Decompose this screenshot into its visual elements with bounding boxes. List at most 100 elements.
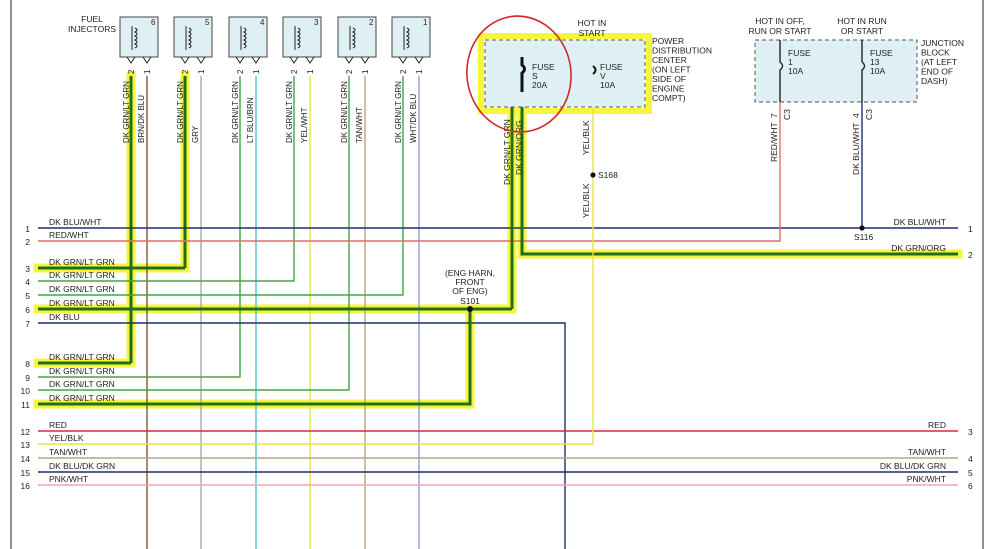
injector-number: 2 bbox=[369, 18, 374, 27]
left-pin-wire: DK GRN/LT GRN bbox=[49, 270, 115, 280]
left-pin-wire: RED/WHT bbox=[49, 230, 89, 240]
splice-s116-label: S116 bbox=[854, 232, 873, 242]
jb-pin-a: 7 bbox=[769, 113, 779, 118]
injector-wire-b: LT BLU/BRN bbox=[246, 97, 255, 143]
injector-box bbox=[282, 16, 322, 58]
injectors-title-2: INJECTORS bbox=[68, 24, 116, 34]
injector-number: 5 bbox=[205, 18, 210, 27]
jb-box bbox=[754, 39, 918, 103]
fuse-s: FUSE S 20A bbox=[520, 57, 555, 92]
injector-box bbox=[391, 16, 431, 58]
jb-hot2-line1: HOT IN RUN bbox=[837, 16, 886, 26]
left-pin-wire: DK GRN/LT GRN bbox=[49, 379, 115, 389]
splice-s168-label: S168 bbox=[598, 170, 618, 180]
injectors-title-1: FUEL bbox=[81, 14, 103, 24]
fuse-v-line1: FUSE bbox=[600, 62, 623, 72]
right-pin-wire: TAN/WHT bbox=[908, 447, 946, 457]
splice-s168-dot bbox=[590, 172, 596, 178]
left-pin-3: 3DK GRN/LT GRN bbox=[25, 257, 115, 274]
fuse-13-symbol-icon bbox=[861, 40, 866, 102]
injector-pin2: 2 bbox=[181, 69, 190, 74]
injector-pin2: 2 bbox=[345, 69, 354, 74]
injector-pin1: 1 bbox=[306, 69, 315, 74]
pdc-wire-s1: DK GRN/LT GRN bbox=[502, 119, 512, 185]
left-pin-number: 13 bbox=[21, 440, 31, 450]
injector-box bbox=[337, 16, 377, 58]
fuse-1-line1: FUSE bbox=[788, 48, 811, 58]
injector-wire-b: TAN/WHT bbox=[355, 107, 364, 143]
coil-icon bbox=[294, 26, 301, 50]
injector-wire-b: YEL/WHT bbox=[300, 107, 309, 143]
fuse-13-line1: FUSE bbox=[870, 48, 893, 58]
jb-label-line: END OF bbox=[921, 67, 953, 77]
wire-dk-grn-org bbox=[520, 92, 958, 256]
left-pin-1: 1DK BLU/WHT bbox=[25, 217, 101, 234]
jb-label-line: BLOCK bbox=[921, 48, 950, 58]
right-pin-2: 2 DK GRN/ORG bbox=[891, 243, 973, 260]
red-annotation-circle bbox=[466, 15, 572, 133]
pdc-label-line: CENTER bbox=[652, 55, 687, 65]
pdc-wire-s2: DK GRN/ORG bbox=[514, 120, 524, 175]
left-pin-wire: DK GRN/LT GRN bbox=[49, 257, 115, 267]
injector-number: 6 bbox=[151, 18, 156, 27]
connector-pin-icon bbox=[344, 56, 370, 64]
fuse-s-line3: 20A bbox=[532, 80, 547, 90]
jb-label-line: (AT LEFT bbox=[921, 57, 957, 67]
left-pin-wire: PNK/WHT bbox=[49, 474, 88, 484]
wire-pin7-dk-blu bbox=[38, 322, 566, 549]
s101-line1: (ENG HARN, bbox=[445, 268, 495, 278]
left-pin-number: 16 bbox=[21, 481, 31, 491]
pdc-wire-v: YEL/BLK bbox=[581, 120, 591, 155]
injector-pin1: 1 bbox=[361, 69, 370, 74]
right-pin-wire: DK GRN/ORG bbox=[891, 243, 946, 253]
right-pin-number: 5 bbox=[968, 468, 973, 478]
connector-pin-icon bbox=[126, 56, 152, 64]
injector-pin1: 1 bbox=[415, 69, 424, 74]
left-pin-14: 14 TAN/WHT bbox=[21, 447, 88, 464]
injector-box bbox=[228, 16, 268, 58]
jb-conn-b: C3 bbox=[864, 109, 874, 120]
right-pin-number: 4 bbox=[968, 454, 973, 464]
left-pin-wire: DK GRN/LT GRN bbox=[49, 284, 115, 294]
connector-pin-icon bbox=[180, 56, 206, 64]
jb-hot1-line1: HOT IN OFF, bbox=[755, 16, 804, 26]
jb-hot2-line2: OR START bbox=[841, 26, 883, 36]
left-pin-number: 1 bbox=[25, 224, 30, 234]
right-pin-number: 2 bbox=[968, 250, 973, 260]
injector-pin2: 2 bbox=[290, 69, 299, 74]
left-pin-4: 4DK GRN/LT GRN bbox=[25, 270, 115, 287]
left-pin-number: 8 bbox=[25, 359, 30, 369]
fuse-13-line3: 10A bbox=[870, 66, 885, 76]
coil-icon bbox=[185, 26, 192, 50]
left-pin-wire: DK GRN/LT GRN bbox=[49, 366, 115, 376]
coil-icon bbox=[240, 26, 247, 50]
right-pin-wire: PNK/WHT bbox=[907, 474, 946, 484]
fuse-1-line2: 1 bbox=[788, 57, 793, 67]
left-pin-wire: TAN/WHT bbox=[49, 447, 87, 457]
left-pin-9: 9DK GRN/LT GRN bbox=[25, 366, 115, 383]
injector-number: 3 bbox=[314, 18, 319, 27]
injector-wire-a: DK GRN/LT GRN bbox=[340, 81, 349, 143]
injector-2: 2 2 1 DK GRN/LT GRN TAN/WHT bbox=[337, 16, 377, 143]
left-pin-number: 14 bbox=[21, 454, 31, 464]
jb-wire-b: DK BLU/WHT bbox=[851, 123, 861, 175]
injector-pin1: 1 bbox=[252, 69, 261, 74]
fuse-v-line2: V bbox=[600, 71, 606, 81]
injector-wires bbox=[38, 76, 420, 549]
injector-box bbox=[119, 16, 159, 58]
wire-pin11 bbox=[38, 309, 472, 406]
jb-label-line: JUNCTION bbox=[921, 38, 964, 48]
left-pin-number: 6 bbox=[25, 305, 30, 315]
splice-s101-dot bbox=[467, 306, 473, 312]
